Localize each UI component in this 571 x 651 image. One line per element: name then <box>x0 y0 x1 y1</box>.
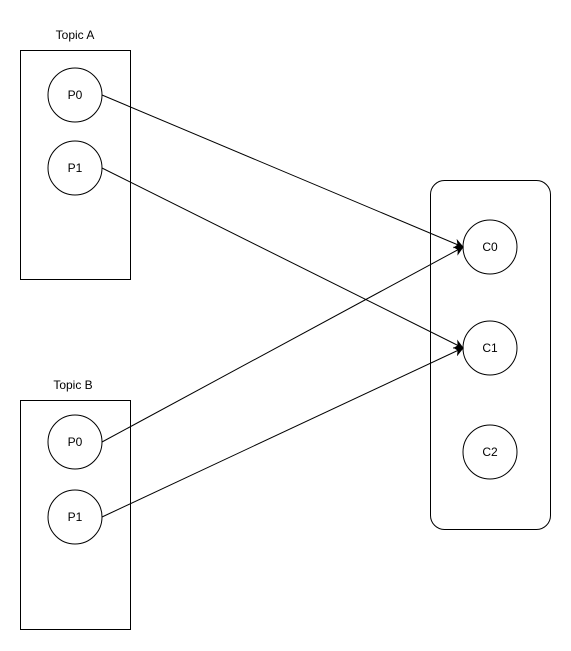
assignment-arrows <box>101 94 464 518</box>
consumer-c2-label: C2 <box>482 445 498 459</box>
arrow-topic-a-p1-to-c1 <box>101 167 464 349</box>
consumer-c0-label: C0 <box>482 240 498 254</box>
consumer-c2-circle <box>462 424 518 480</box>
arrow-topic-b-p0-to-c0 <box>101 246 464 443</box>
topic-b-group: Topic B P0 P1 <box>20 378 131 630</box>
consumer-c0: C0 <box>462 219 518 275</box>
topic-a-partition-p1: P1 <box>47 140 103 196</box>
consumer-c2: C2 <box>462 424 518 480</box>
topic-b-partition-p1: P1 <box>47 489 103 545</box>
topic-b-p0-label: P0 <box>68 435 83 449</box>
topic-a-partition-p0: P0 <box>47 67 103 123</box>
topic-b-title: Topic B <box>53 378 92 392</box>
arrow-topic-b-p1-to-c1 <box>101 347 464 518</box>
consumer-c1-label: C1 <box>482 341 498 355</box>
topic-a-group: Topic A P0 P1 <box>20 28 131 280</box>
topic-a-p0-label: P0 <box>68 88 83 102</box>
consumer-c1: C1 <box>462 320 518 376</box>
topic-b-partition-p0: P0 <box>47 414 103 470</box>
topic-a-p1-label: P1 <box>68 161 83 175</box>
consumer-group: C0 C1 C2 <box>430 180 551 530</box>
topic-b-p1-label: P1 <box>68 510 83 524</box>
topic-a-title: Topic A <box>56 28 95 42</box>
arrow-topic-a-p0-to-c0 <box>101 94 464 249</box>
